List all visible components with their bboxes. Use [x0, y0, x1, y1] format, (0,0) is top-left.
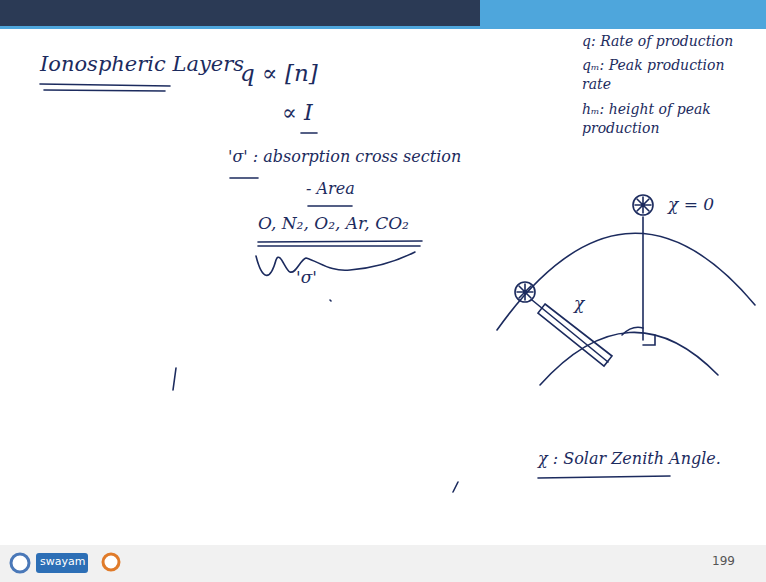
definition: hₘ: height of peak production — [582, 100, 742, 138]
earth-arc — [540, 332, 718, 385]
underline — [301, 132, 317, 134]
angle-arc — [622, 327, 643, 335]
definition: qₘ: Peak production rate — [582, 56, 747, 94]
formula: ∝ I — [282, 98, 313, 128]
angle-label: χ = 0 — [668, 193, 714, 216]
definition: 'σ' : absorption cross section — [228, 146, 461, 168]
footer-bar — [0, 545, 766, 582]
slide-title: Ionospheric Layers — [40, 50, 244, 78]
stray-mark — [453, 482, 458, 492]
absorption-curve — [256, 252, 415, 275]
underline — [258, 241, 422, 242]
swayam-badge — [36, 553, 88, 573]
sun-symbol — [635, 197, 651, 213]
definition: q: Rate of production — [582, 32, 762, 51]
underline — [538, 476, 670, 478]
underline — [230, 177, 258, 179]
definition: χ : Solar Zenith Angle. — [538, 448, 721, 470]
vertical-ray — [642, 217, 644, 340]
logo-text: swayam — [40, 555, 85, 570]
handwritten-strokes — [40, 84, 755, 492]
symbol-label: 'σ' — [296, 266, 317, 289]
species-list: O, N₂, O₂, Ar, CO₂ — [258, 212, 409, 235]
slant-ray — [532, 300, 608, 362]
angle-label: χ — [574, 292, 584, 315]
header-bar — [0, 0, 480, 26]
underline — [258, 245, 420, 247]
sun-symbol — [633, 195, 653, 215]
title-underline — [40, 84, 170, 86]
footer-logo — [11, 554, 29, 572]
formula: q ∝ [n] — [240, 58, 318, 89]
sun-symbol — [517, 284, 533, 300]
zenith-mark — [643, 335, 655, 345]
page-number: 199 — [712, 553, 735, 569]
note: - Area — [306, 178, 355, 200]
footer-logo — [103, 554, 119, 570]
title-underline — [44, 90, 165, 91]
header-bar-accent — [480, 0, 766, 26]
underline — [308, 205, 352, 207]
stray-mark — [173, 368, 176, 390]
atmosphere-arc — [497, 233, 755, 330]
header-rule — [0, 26, 766, 29]
sun-symbol — [515, 282, 535, 302]
stray-mark — [330, 300, 331, 301]
ray-beam — [538, 304, 612, 366]
